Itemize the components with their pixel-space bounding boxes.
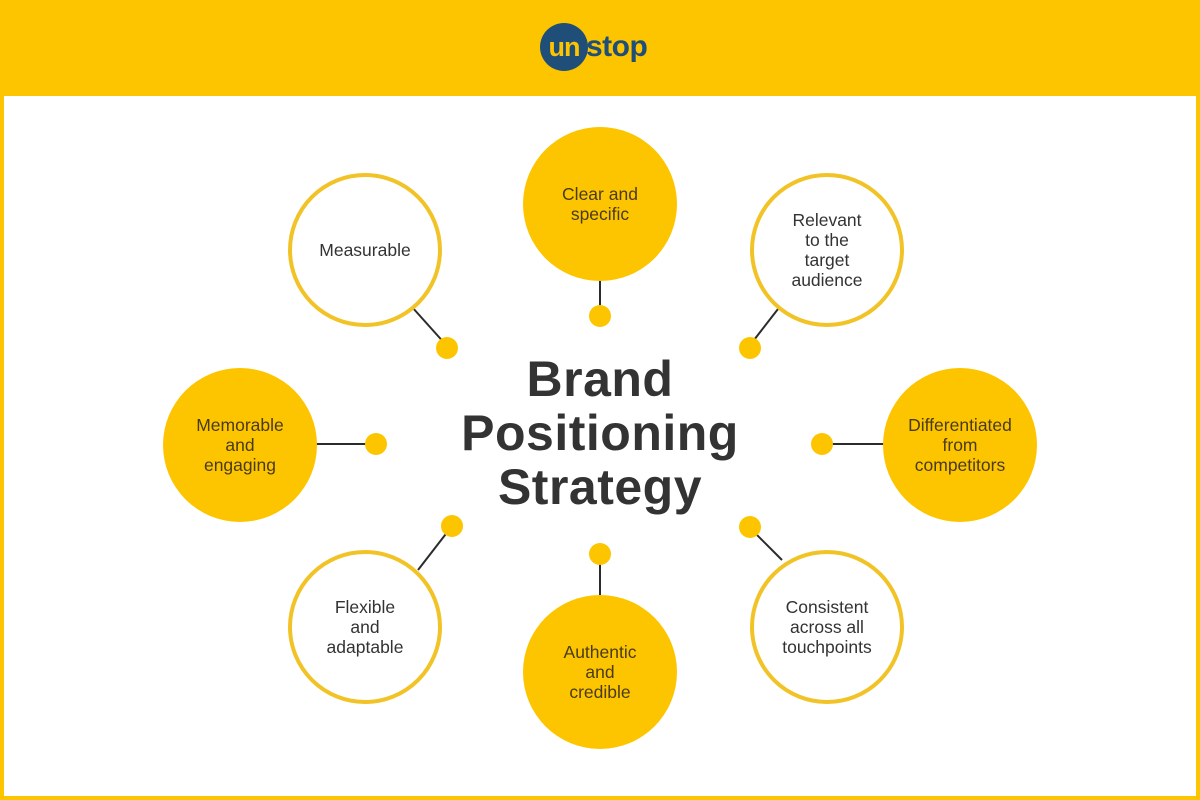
connector-dot-bottom (589, 543, 611, 565)
connector-dot-right (811, 433, 833, 455)
node-measurable: Measurable (288, 173, 442, 327)
node-label: Clear and specific (562, 184, 638, 224)
connector-top-right (753, 308, 779, 341)
node-clear-and-specific: Clear and specific (523, 127, 677, 281)
connector-dot-top-left (436, 337, 458, 359)
node-label: Consistent across all touchpoints (782, 597, 872, 657)
connector-dot-left (365, 433, 387, 455)
node-relevant-to-target-audience: Relevant to the target audience (750, 173, 904, 327)
diagram-title: Brand Positioning Strategy (430, 352, 770, 514)
node-flexible-and-adaptable: Flexible and adaptable (288, 550, 442, 704)
node-label: Measurable (319, 240, 411, 260)
logo-text-un: un (548, 31, 581, 62)
title-line-1: Brand (526, 351, 674, 407)
connector-dot-top (589, 305, 611, 327)
node-label: Authentic and credible (563, 642, 637, 702)
logo-badge: un (540, 23, 588, 71)
connector-dot-bottom-left (441, 515, 463, 537)
node-differentiated-from-competitors: Differentiated from competitors (883, 368, 1037, 522)
node-label: Flexible and adaptable (326, 597, 404, 657)
connector-dot-bottom-right (739, 516, 761, 538)
diagram-canvas: Clear and specific Relevant to the targe… (4, 96, 1196, 796)
title-line-3: Strategy (497, 459, 703, 515)
node-label: Memorable and engaging (196, 415, 284, 475)
unstop-logo[interactable]: un stop (540, 22, 648, 72)
node-label: Differentiated from competitors (908, 415, 1012, 475)
node-authentic-and-credible: Authentic and credible (523, 595, 677, 749)
node-consistent-across-touchpoints: Consistent across all touchpoints (750, 550, 904, 704)
logo-text-stop: stop (586, 30, 648, 63)
connector-dot-top-right (739, 337, 761, 359)
node-label: Relevant to the target audience (791, 210, 863, 290)
node-memorable-and-engaging: Memorable and engaging (163, 368, 317, 522)
title-line-2: Positioning (461, 405, 739, 461)
header-banner: un stop (0, 0, 1200, 96)
